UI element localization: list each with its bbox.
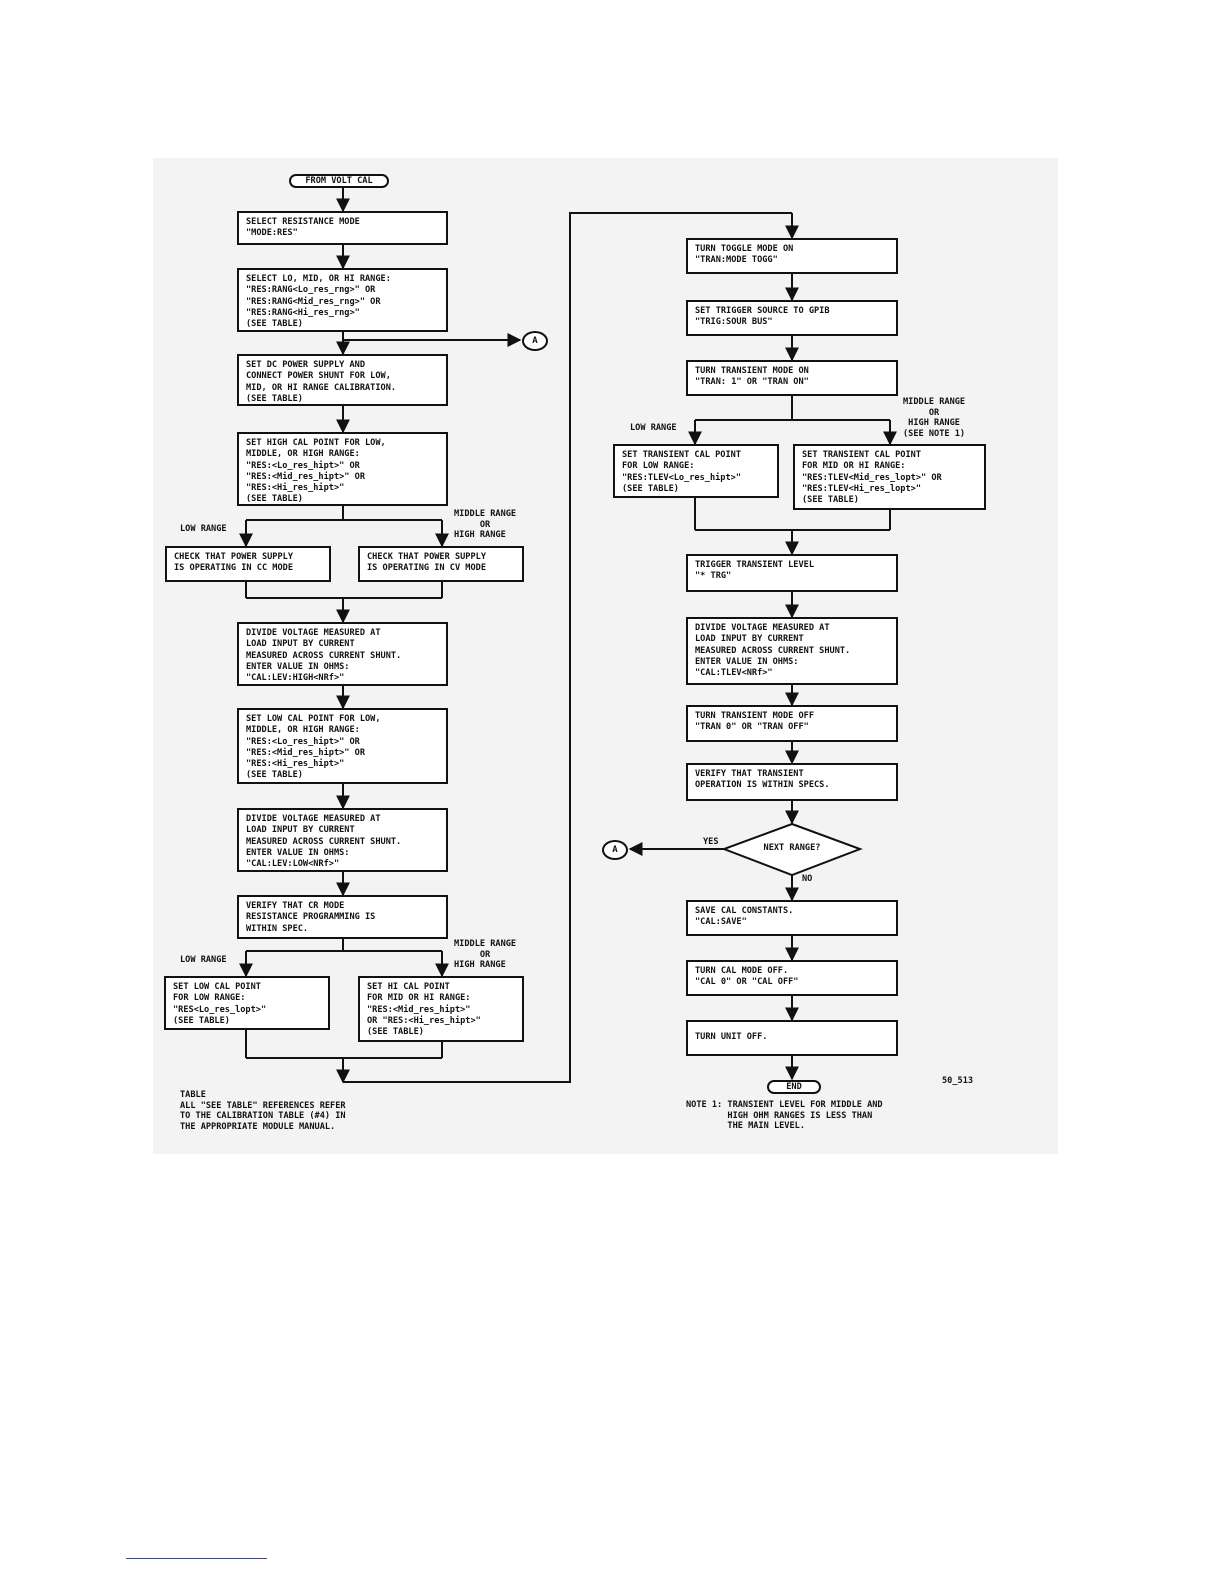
start-terminal: FROM VOLT CAL bbox=[289, 174, 389, 188]
step-set-power: SET DC POWER SUPPLY AND CONNECT POWER SH… bbox=[237, 354, 448, 406]
step-set-low-cal: SET LOW CAL POINT FOR LOW, MIDDLE, OR HI… bbox=[237, 708, 448, 784]
label-mid-high-2: MIDDLE RANGE OR HIGH RANGE bbox=[454, 939, 517, 971]
step-select-mode: SELECT RESISTANCE MODE "MODE:RES" bbox=[237, 211, 448, 245]
step-transient-low: SET TRANSIENT CAL POINT FOR LOW RANGE: "… bbox=[613, 444, 779, 498]
step-set-low-point: SET LOW CAL POINT FOR LOW RANGE: "RES<Lo… bbox=[164, 976, 330, 1030]
step-select-range: SELECT LO, MID, OR HI RANGE: "RES:RANG<L… bbox=[237, 268, 448, 332]
connector-a-left: A bbox=[602, 840, 628, 860]
step-transient-on: TURN TRANSIENT MODE ON "TRAN: 1" OR "TRA… bbox=[686, 360, 898, 396]
label-low-range-1: LOW RANGE bbox=[180, 524, 227, 534]
label-no: NO bbox=[802, 874, 813, 884]
line-crossover bbox=[343, 212, 792, 1083]
step-set-hi-point: SET HI CAL POINT FOR MID OR HI RANGE: "R… bbox=[358, 976, 524, 1042]
step-divide-low: DIVIDE VOLTAGE MEASURED AT LOAD INPUT BY… bbox=[237, 808, 448, 872]
step-verify-cr: VERIFY THAT CR MODE RESISTANCE PROGRAMMI… bbox=[237, 895, 448, 939]
step-divide-tlev: DIVIDE VOLTAGE MEASURED AT LOAD INPUT BY… bbox=[686, 617, 898, 685]
step-trigger-level: TRIGGER TRANSIENT LEVEL "* TRG" bbox=[686, 554, 898, 592]
step-set-high-cal: SET HIGH CAL POINT FOR LOW, MIDDLE, OR H… bbox=[237, 432, 448, 506]
step-transient-off: TURN TRANSIENT MODE OFF "TRAN 0" OR "TRA… bbox=[686, 705, 898, 742]
step-check-cv: CHECK THAT POWER SUPPLY IS OPERATING IN … bbox=[358, 546, 524, 582]
label-mid-high-3: MIDDLE RANGE OR HIGH RANGE (SEE NOTE 1) bbox=[903, 397, 966, 439]
label-low-range-3: LOW RANGE bbox=[630, 423, 677, 433]
step-unit-off: TURN UNIT OFF. bbox=[686, 1020, 898, 1056]
step-check-cc: CHECK THAT POWER SUPPLY IS OPERATING IN … bbox=[165, 546, 331, 582]
label-mid-high-1: MIDDLE RANGE OR HIGH RANGE bbox=[454, 509, 517, 541]
connector-a-right: A bbox=[522, 331, 548, 351]
label-low-range-2: LOW RANGE bbox=[180, 955, 227, 965]
table-note: TABLE ALL "SEE TABLE" REFERENCES REFER T… bbox=[180, 1090, 346, 1132]
end-terminal: END bbox=[767, 1080, 821, 1094]
decision-label: NEXT RANGE? bbox=[763, 843, 821, 853]
label-yes: YES bbox=[703, 837, 719, 847]
step-transient-midhi: SET TRANSIENT CAL POINT FOR MID OR HI RA… bbox=[793, 444, 986, 510]
step-cal-off: TURN CAL MODE OFF. "CAL 0" OR "CAL OFF" bbox=[686, 960, 898, 996]
footer-rule bbox=[126, 1558, 267, 1559]
step-trigger-source: SET TRIGGER SOURCE TO GPIB "TRIG:SOUR BU… bbox=[686, 300, 898, 336]
decision-diamond bbox=[721, 822, 863, 877]
step-save: SAVE CAL CONSTANTS. "CAL:SAVE" bbox=[686, 900, 898, 936]
step-toggle-on: TURN TOGGLE MODE ON "TRAN:MODE TOGG" bbox=[686, 238, 898, 274]
note-1: NOTE 1: TRANSIENT LEVEL FOR MIDDLE AND H… bbox=[686, 1100, 883, 1132]
figure-id: 50_513 bbox=[942, 1076, 974, 1086]
step-divide-high: DIVIDE VOLTAGE MEASURED AT LOAD INPUT BY… bbox=[237, 622, 448, 686]
step-verify-transient: VERIFY THAT TRANSIENT OPERATION IS WITHI… bbox=[686, 763, 898, 801]
